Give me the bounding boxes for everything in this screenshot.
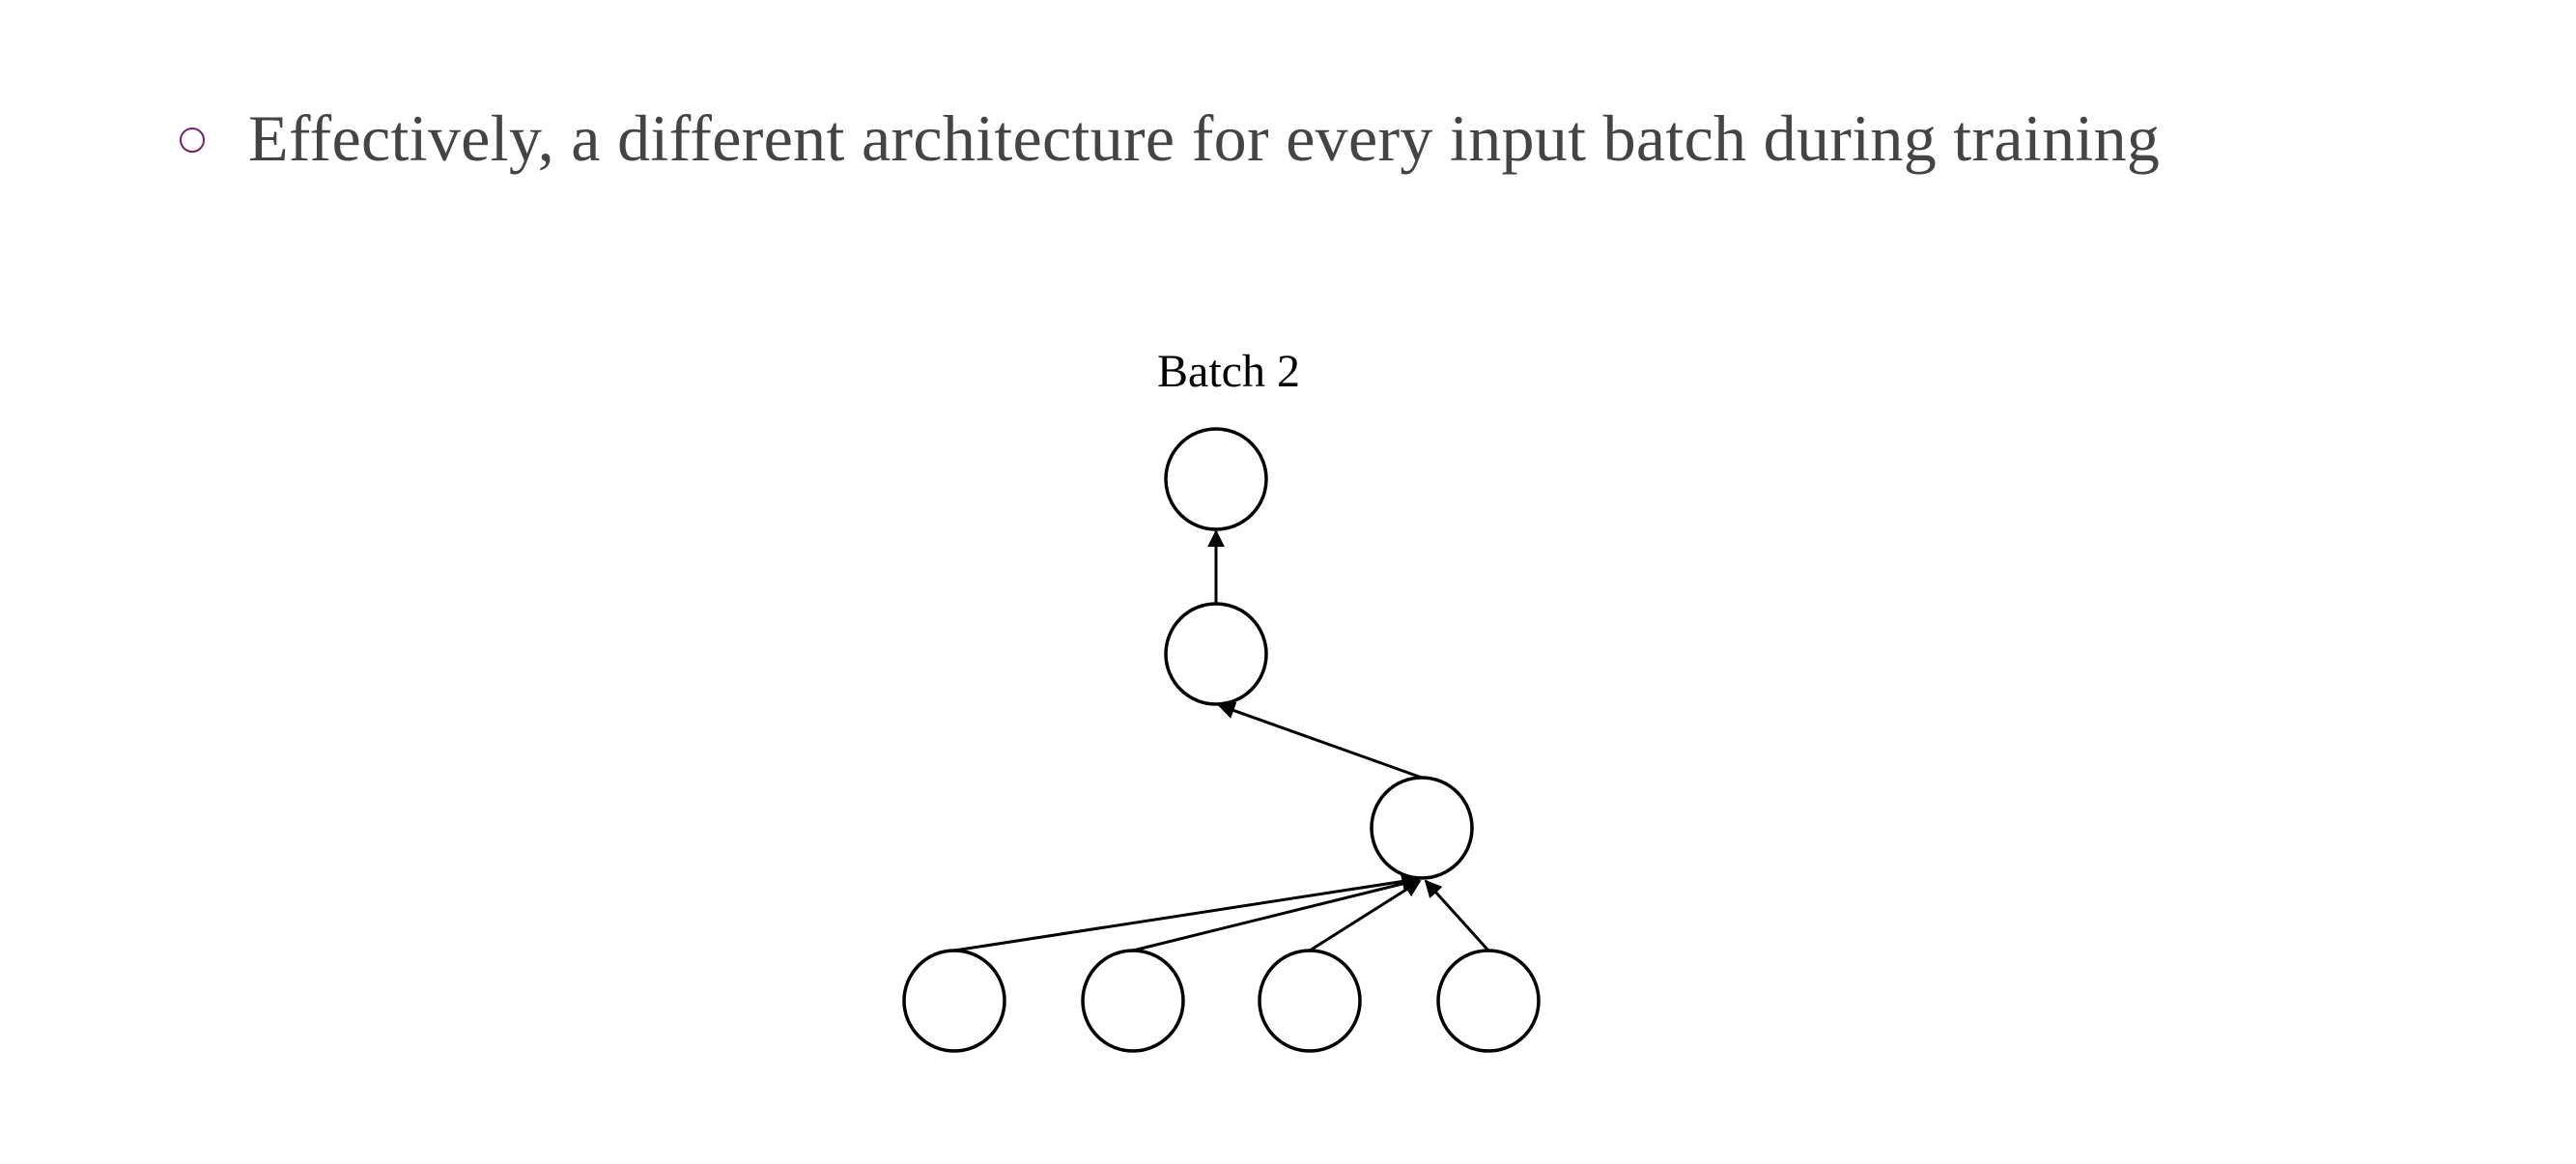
- bullet-icon: [180, 128, 205, 153]
- bullet-text: Effectively, a different architecture fo…: [248, 101, 2161, 175]
- node-input-4: [1436, 949, 1541, 1053]
- node-input-1: [902, 949, 1006, 1053]
- node-hidden-2: [1164, 602, 1268, 706]
- edge-input3-hidden1: [1309, 879, 1422, 952]
- edge-input1-hidden1: [953, 872, 1420, 952]
- edge-hidden1-hidden2: [1217, 701, 1423, 780]
- node-input-3: [1258, 949, 1362, 1053]
- batch-label: Batch 2: [1157, 346, 1300, 397]
- node-output: [1164, 427, 1268, 531]
- edge-input4-hidden1: [1424, 879, 1490, 952]
- node-input-2: [1081, 949, 1185, 1053]
- edge-input2-hidden1: [1132, 875, 1420, 952]
- node-hidden-1: [1370, 776, 1474, 880]
